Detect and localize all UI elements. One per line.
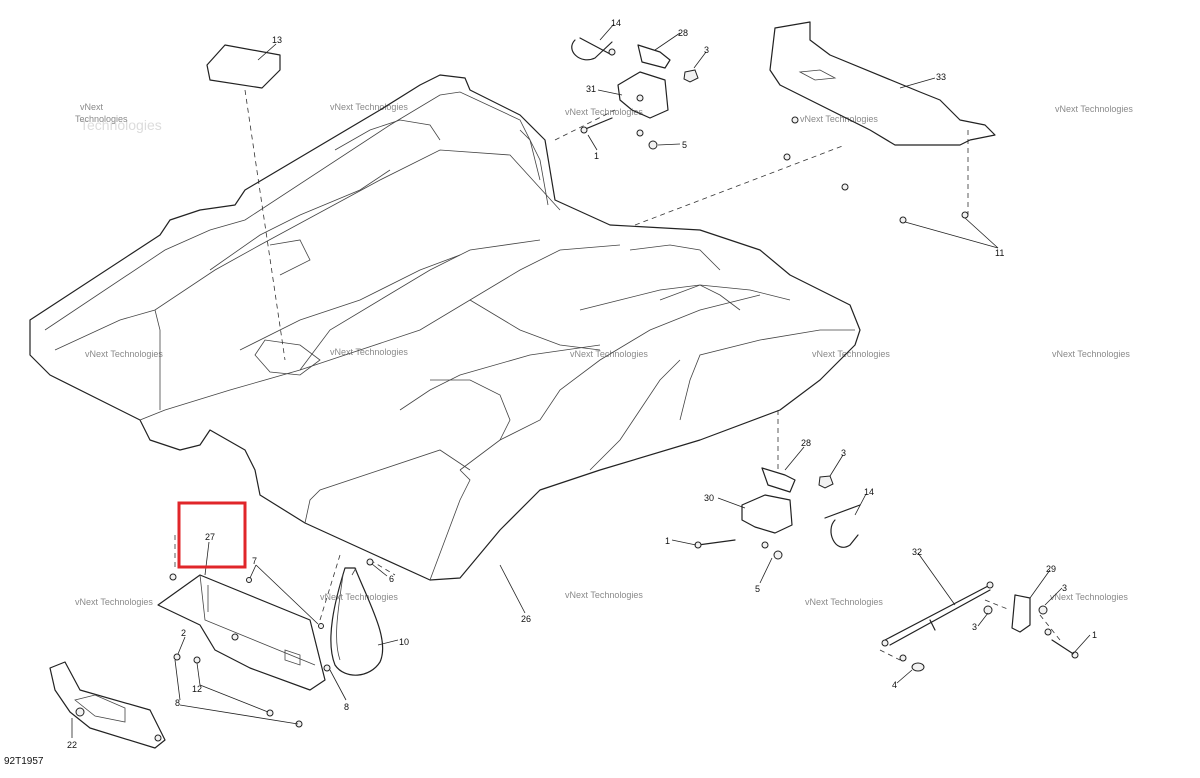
bolt-1-top: [580, 117, 613, 134]
watermark: Technologies: [80, 117, 162, 133]
callout-3: 3: [1062, 583, 1067, 593]
bolt-1-mid: [694, 539, 736, 549]
callout-10: 10: [399, 637, 409, 647]
watermark: vNext Technologies: [330, 102, 408, 112]
callout-14: 14: [611, 18, 621, 28]
diagram-id-label: 92T1957: [4, 756, 44, 767]
callout-3: 3: [841, 448, 846, 458]
watermark: vNext Technologies: [570, 349, 648, 359]
watermark: vNext Technologies: [85, 349, 163, 359]
watermark: vNext Technologies: [320, 592, 398, 602]
bracket-29: [1011, 594, 1048, 633]
watermark: vNext Technologies: [800, 114, 878, 124]
callout-27: 27: [205, 532, 215, 542]
callout-3: 3: [704, 45, 709, 55]
strap-10: [330, 567, 384, 676]
callout-6: 6: [389, 574, 394, 584]
body-panel-26: [29, 74, 861, 581]
screw-5-mid: [761, 541, 783, 560]
callout-labels: 13 14 28 3 31 1 5 33 11 28 3 30 14 1 5 2…: [67, 18, 1097, 750]
watermark: vNext: [80, 102, 104, 112]
bracket-31: [617, 71, 669, 119]
bracket-28-mid: [761, 467, 796, 493]
callout-3: 3: [972, 622, 977, 632]
screw-8: [295, 664, 331, 728]
callout-5: 5: [755, 584, 760, 594]
watermark: vNext Technologies: [805, 597, 883, 607]
nut-3-bottom: [983, 605, 1052, 636]
watermark: vNext Technologies: [565, 590, 643, 600]
watermark: vNext Technologies: [1052, 349, 1130, 359]
nut-3-mid: [818, 475, 834, 489]
plate-33: [769, 21, 996, 224]
callout-4: 4: [892, 680, 897, 690]
callout-1: 1: [665, 536, 670, 546]
callout-29: 29: [1046, 564, 1056, 574]
highlight-box-callout-27: [177, 501, 247, 569]
callout-12: 12: [192, 684, 202, 694]
watermark: vNext Technologies: [1050, 592, 1128, 602]
watermark: vNext Technologies: [330, 347, 408, 357]
callout-13: 13: [272, 35, 282, 45]
bracket-28-top: [637, 44, 671, 69]
watermark: vNext Technologies: [565, 107, 643, 117]
pin-14-mid: [824, 504, 861, 548]
watermark: vNext Technologies: [812, 349, 890, 359]
watermark: vNext Technologies: [1055, 104, 1133, 114]
bracket-30: [741, 494, 793, 534]
callout-26: 26: [521, 614, 531, 624]
callout-11: 11: [995, 248, 1004, 258]
nut-12: [266, 709, 274, 717]
callout-31: 31: [586, 84, 596, 94]
leader-lines: [71, 23, 1091, 738]
callout-7: 7: [252, 556, 257, 566]
callout-28: 28: [678, 28, 688, 38]
bolt-1-bottom: [1051, 639, 1079, 659]
watermarks: Technologies vNext Technologies vNext Te…: [75, 102, 1133, 607]
pin-14-top: [571, 37, 616, 61]
callout-28: 28: [801, 438, 811, 448]
callout-30: 30: [704, 493, 714, 503]
washer-4: [899, 654, 925, 672]
screw-6: [366, 558, 374, 566]
callout-2: 2: [181, 628, 186, 638]
callout-5: 5: [682, 140, 687, 150]
callout-33: 33: [936, 72, 946, 82]
screw-7: [246, 577, 324, 629]
callout-1: 1: [594, 151, 599, 161]
bracket-27: [157, 573, 326, 691]
watermark: Technologies: [75, 114, 128, 124]
callout-22: 22: [67, 740, 77, 750]
callout-8: 8: [175, 698, 180, 708]
callout-32: 32: [912, 547, 922, 557]
callout-8: 8: [344, 702, 349, 712]
latch-22: [49, 661, 166, 749]
watermark: vNext Technologies: [75, 597, 153, 607]
callout-1: 1: [1092, 630, 1097, 640]
decal-13: [206, 44, 281, 89]
screw-2: [173, 653, 201, 664]
gas-strut-32: [881, 581, 994, 647]
callout-14: 14: [864, 487, 874, 497]
nut-3-top: [683, 69, 699, 83]
alignment-lines: [174, 89, 1061, 661]
screw-5-top: [636, 129, 658, 150]
